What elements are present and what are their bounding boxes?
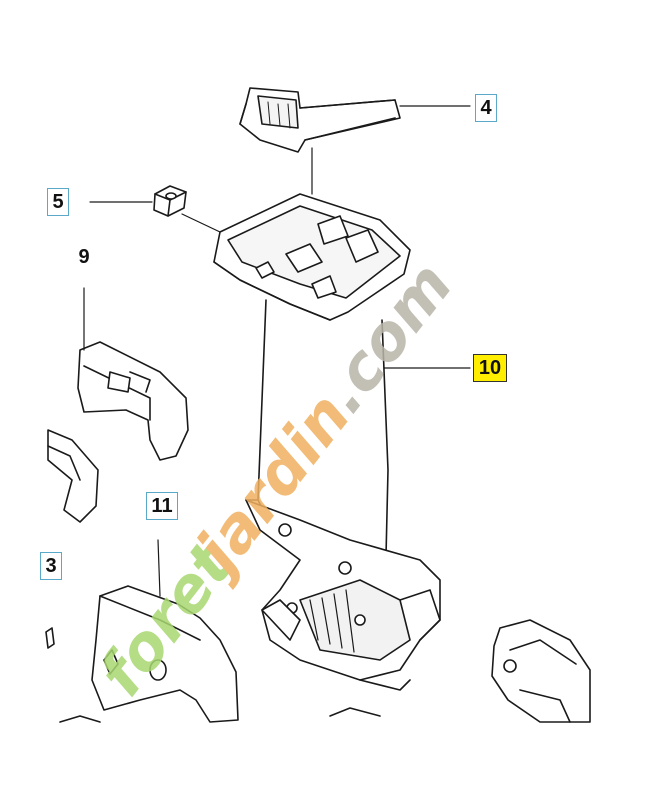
part-9-clip [77,341,189,461]
partial-clip [47,429,99,523]
part-10-cover [213,193,441,691]
partial-part-right [491,619,591,723]
callout-4: 4 [475,94,497,122]
callout-10: 10 [473,354,507,382]
part-11-side-cover [91,585,239,723]
callout-3-partial: 3 [40,552,62,580]
callout-11: 11 [146,492,178,520]
leader-lines [83,105,471,597]
callout-9: 9 [78,246,90,268]
callout-5: 5 [47,188,69,216]
part-5-nut [153,185,187,217]
bottom-fragments [45,627,381,723]
part-4-grip-insert [239,87,401,153]
